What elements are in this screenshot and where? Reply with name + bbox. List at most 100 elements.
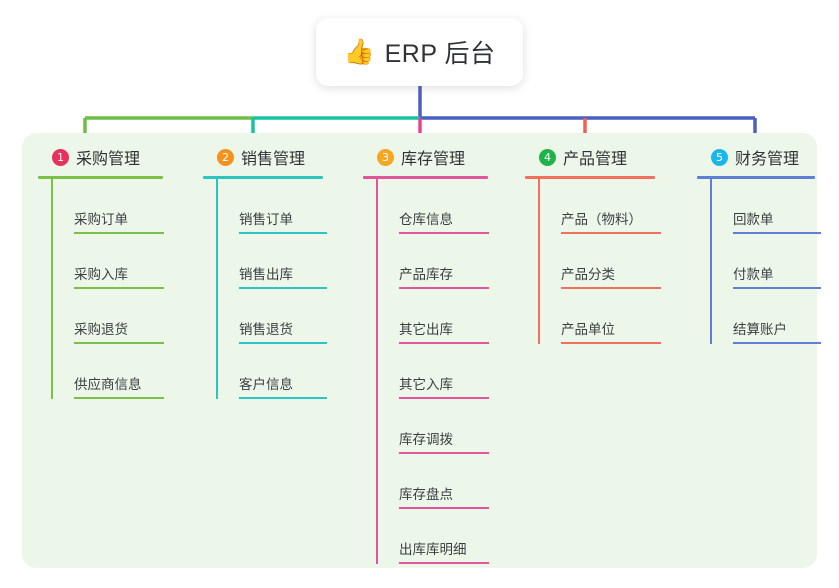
- column-4: 4 产品管理产品（物料） 产品分类产品单位: [525, 146, 661, 344]
- column-1: 1 采购管理采购订单采购入库采购退货供应商信息: [38, 146, 164, 399]
- leaf-item-rule: [399, 452, 489, 454]
- leaf-item-rule: [733, 232, 821, 234]
- column-items: 产品（物料） 产品分类产品单位: [525, 179, 661, 344]
- leaf-item-label: 采购退货: [74, 322, 128, 338]
- column-header-rule: [697, 176, 815, 179]
- leaf-item-rule: [561, 232, 661, 234]
- leaf-item-rule: [239, 397, 327, 399]
- leaf-item-rule: [399, 507, 489, 509]
- column-spine: [216, 179, 218, 399]
- leaf-item[interactable]: 供应商信息: [51, 344, 164, 399]
- column-header-rule: [363, 176, 488, 179]
- column-header-4[interactable]: 4 产品管理: [525, 146, 661, 168]
- thumbs-up-icon: 👍: [343, 37, 375, 66]
- column-title: 库存管理: [401, 151, 466, 168]
- leaf-item[interactable]: 客户信息: [216, 344, 327, 399]
- column-items: 采购订单采购入库采购退货供应商信息: [38, 179, 164, 399]
- column-items: 销售订单销售出库销售退货客户信息: [203, 179, 327, 399]
- column-header-rule: [203, 176, 323, 179]
- column-header-rule: [525, 176, 655, 179]
- column-title: 销售管理: [241, 151, 306, 168]
- leaf-item-label: 采购入库: [74, 267, 128, 283]
- leaf-item-label: 其它出库: [399, 322, 453, 338]
- leaf-item-rule: [733, 342, 821, 344]
- column-title: 财务管理: [735, 151, 800, 168]
- leaf-item[interactable]: 采购订单: [51, 179, 164, 234]
- leaf-item-rule: [399, 397, 489, 399]
- leaf-item[interactable]: 采购入库: [51, 234, 164, 289]
- column-badge-1: 1: [52, 148, 69, 166]
- branches-panel: [22, 133, 817, 568]
- leaf-item-rule: [74, 342, 164, 344]
- leaf-item[interactable]: 仓库信息: [376, 179, 489, 234]
- leaf-item-label: 结算账户: [733, 322, 787, 338]
- leaf-item-rule: [561, 287, 661, 289]
- root-node-erp-backend[interactable]: 👍 ERP 后台: [316, 18, 523, 86]
- column-badge-3: 3: [377, 148, 394, 166]
- leaf-item-label: 采购订单: [74, 212, 128, 228]
- leaf-item[interactable]: 出库库明细: [376, 509, 489, 564]
- column-title: 产品管理: [563, 151, 628, 168]
- leaf-item-label: 产品单位: [561, 322, 615, 338]
- leaf-item[interactable]: 库存调拨: [376, 399, 489, 454]
- column-5: 5 财务管理回款单付款单结算账户: [697, 146, 821, 344]
- leaf-item[interactable]: 其它出库: [376, 289, 489, 344]
- leaf-item-label: 回款单: [733, 212, 774, 228]
- leaf-item[interactable]: 产品库存: [376, 234, 489, 289]
- column-header-5[interactable]: 5 财务管理: [697, 146, 821, 168]
- leaf-item[interactable]: 销售出库: [216, 234, 327, 289]
- leaf-item-label: 销售订单: [239, 212, 293, 228]
- column-spine: [51, 179, 53, 399]
- leaf-item-label: 出库库明细: [399, 542, 467, 558]
- column-spine: [538, 179, 540, 344]
- column-2: 2 销售管理销售订单销售出库销售退货客户信息: [203, 146, 327, 399]
- leaf-item-label: 其它入库: [399, 377, 453, 393]
- leaf-item-label: 付款单: [733, 267, 774, 283]
- leaf-item-label: 销售退货: [239, 322, 293, 338]
- leaf-item[interactable]: 产品分类: [538, 234, 661, 289]
- column-header-3[interactable]: 3 库存管理: [363, 146, 489, 168]
- column-items: 回款单付款单结算账户: [697, 179, 821, 344]
- leaf-item[interactable]: 采购退货: [51, 289, 164, 344]
- column-3: 3 库存管理仓库信息产品库存其它出库其它入库库存调拨库存盘点出库库明细: [363, 146, 489, 564]
- leaf-item[interactable]: 库存盘点: [376, 454, 489, 509]
- leaf-item-label: 产品分类: [561, 267, 615, 283]
- column-header-rule: [38, 176, 163, 179]
- leaf-item-rule: [74, 232, 164, 234]
- leaf-item-label: 产品（物料）: [561, 212, 642, 228]
- leaf-item[interactable]: 销售退货: [216, 289, 327, 344]
- leaf-item-rule: [74, 397, 164, 399]
- column-badge-5: 5: [711, 148, 728, 166]
- leaf-item[interactable]: 销售订单: [216, 179, 327, 234]
- leaf-item-label: 销售出库: [239, 267, 293, 283]
- leaf-item-label: 库存盘点: [399, 487, 453, 503]
- leaf-item[interactable]: 产品（物料）: [538, 179, 661, 234]
- leaf-item-label: 客户信息: [239, 377, 293, 393]
- leaf-item[interactable]: 付款单: [710, 234, 821, 289]
- leaf-item-label: 供应商信息: [74, 377, 142, 393]
- leaf-item-rule: [399, 562, 489, 564]
- column-badge-2: 2: [217, 148, 234, 166]
- leaf-item-label: 产品库存: [399, 267, 453, 283]
- leaf-item[interactable]: 其它入库: [376, 344, 489, 399]
- leaf-item-rule: [399, 232, 489, 234]
- column-header-2[interactable]: 2 销售管理: [203, 146, 327, 168]
- leaf-item-label: 库存调拨: [399, 432, 453, 448]
- column-spine: [376, 179, 378, 564]
- leaf-item-rule: [239, 232, 327, 234]
- leaf-item-rule: [399, 342, 489, 344]
- leaf-item[interactable]: 结算账户: [710, 289, 821, 344]
- column-spine: [710, 179, 712, 344]
- column-items: 仓库信息产品库存其它出库其它入库库存调拨库存盘点出库库明细: [363, 179, 489, 564]
- leaf-item-label: 仓库信息: [399, 212, 453, 228]
- leaf-item-rule: [561, 342, 661, 344]
- column-badge-4: 4: [539, 148, 556, 166]
- leaf-item[interactable]: 回款单: [710, 179, 821, 234]
- leaf-item-rule: [399, 287, 489, 289]
- column-header-1[interactable]: 1 采购管理: [38, 146, 164, 168]
- column-title: 采购管理: [76, 151, 141, 168]
- leaf-item[interactable]: 产品单位: [538, 289, 661, 344]
- root-node-title: ERP 后台: [384, 40, 496, 68]
- leaf-item-rule: [239, 342, 327, 344]
